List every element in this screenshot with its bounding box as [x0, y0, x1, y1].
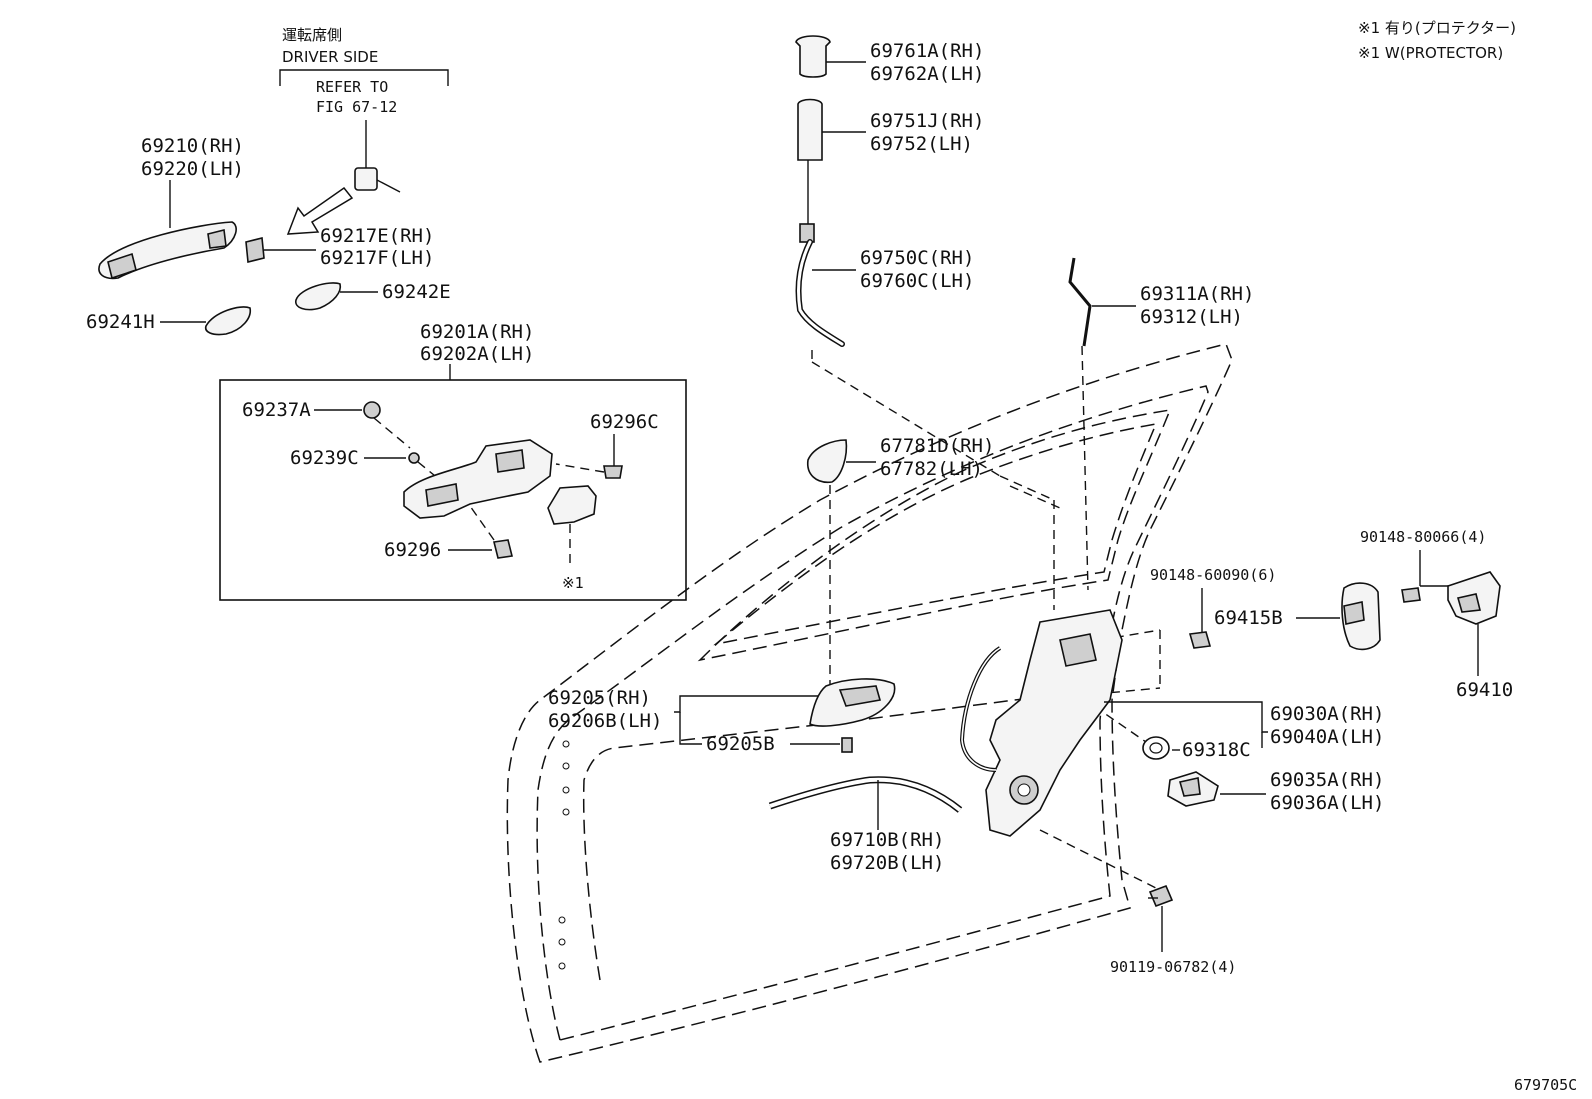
callout-69761-lh[interactable]: 69762A(LH)	[870, 63, 984, 85]
pin-69205b-part[interactable]	[841, 737, 853, 753]
protector-note-en: ※1 W(PROTECTOR)	[1358, 44, 1503, 62]
callout-69296[interactable]: 69296	[384, 539, 441, 561]
callout-90119[interactable]: 90119-06782(4)	[1110, 958, 1236, 976]
handle-gasket-part[interactable]	[204, 306, 251, 336]
screw-69296c-part[interactable]	[603, 465, 623, 479]
cover-67781-part[interactable]	[807, 439, 848, 484]
clip-69237-part[interactable]	[363, 401, 381, 419]
key-cylinder-part[interactable]	[354, 167, 378, 191]
inside-handle-group: 69205(RH) 69206B(LH) 69205B	[548, 678, 896, 755]
callout-69410[interactable]: 69410	[1456, 679, 1513, 701]
cable-group: 69710B(RH) 69720B(LH)	[768, 776, 963, 874]
striker-group: 69415B 90148-80066(4) 69410	[1214, 528, 1513, 701]
handle-frame-part[interactable]	[403, 439, 553, 519]
screw-69239-part[interactable]	[408, 452, 420, 464]
driver-side-en: DRIVER SIDE	[282, 48, 378, 66]
screw-60090-group: 90148-60090(6)	[1150, 566, 1276, 649]
bolt-90119-group: 90119-06782(4)	[1110, 884, 1236, 976]
callout-69318[interactable]: 69318C	[1182, 739, 1251, 761]
callout-69210-lh[interactable]: 69220(LH)	[141, 158, 244, 180]
knob-69761-part[interactable]	[795, 35, 831, 78]
callout-69217-rh[interactable]: 69217E(RH)	[320, 225, 434, 247]
lock-rod-group: 69761A(RH) 69762A(LH) 69751J(RH) 69752(L…	[795, 35, 984, 362]
callout-69241[interactable]: 69241H	[86, 311, 155, 333]
callout-69710-lh[interactable]: 69720B(LH)	[830, 852, 944, 874]
callout-67781-lh[interactable]: 67782(LH)	[880, 458, 983, 480]
lock-cable-part[interactable]	[959, 646, 1002, 772]
screw-80066-part[interactable]	[1401, 587, 1421, 603]
callout-90148-80066[interactable]: 90148-80066(4)	[1360, 528, 1486, 546]
driver-side-jp: 運転席側	[282, 26, 342, 44]
refer-fig-label[interactable]: FIG 67-12	[316, 98, 397, 116]
driver-side-group: 運転席側 DRIVER SIDE REFER TO FIG 67-12	[279, 26, 449, 235]
screw-69296-part[interactable]	[493, 539, 513, 559]
callout-69205b[interactable]: 69205B	[706, 733, 775, 755]
callout-69201-rh[interactable]: 69201A(RH)	[420, 321, 534, 343]
refer-to-label[interactable]: REFER TO	[316, 78, 388, 96]
callout-69750-lh[interactable]: 69760C(LH)	[860, 270, 974, 292]
callout-69201-lh[interactable]: 69202A(LH)	[420, 343, 534, 365]
callout-69710-rh[interactable]: 69710B(RH)	[830, 829, 944, 851]
callout-90148-60090[interactable]: 90148-60090(6)	[1150, 566, 1276, 584]
bolt-90119-part[interactable]	[1148, 884, 1174, 908]
callout-69311-rh[interactable]: 69311A(RH)	[1140, 283, 1254, 305]
callout-69761-rh[interactable]: 69761A(RH)	[870, 40, 984, 62]
protector-note-jp: ※1 有り(プロテクター)	[1358, 19, 1516, 37]
callout-69030-rh[interactable]: 69030A(RH)	[1270, 703, 1384, 725]
door-frame-outline	[506, 343, 1233, 1063]
screw-60090-part[interactable]	[1188, 631, 1212, 649]
link-rod-69311-part[interactable]	[1068, 257, 1092, 347]
callout-69750-rh[interactable]: 69750C(RH)	[860, 247, 974, 269]
callout-69035-lh[interactable]: 69036A(LH)	[1270, 792, 1384, 814]
inside-cover-group: 67781D(RH) 67782(LH)	[807, 435, 994, 484]
callout-69415[interactable]: 69415B	[1214, 607, 1283, 629]
callout-note1[interactable]: ※1	[562, 574, 584, 592]
rod-guide-69751-part[interactable]	[797, 98, 823, 161]
assembly-leaders	[811, 361, 1161, 891]
handle-pad-part[interactable]	[295, 282, 342, 311]
handle-frame-box	[219, 379, 687, 601]
callout-69311-lh[interactable]: 69312(LH)	[1140, 306, 1243, 328]
door-lock-group: 69030A(RH) 69040A(LH) 69318C 69035A(RH) …	[959, 609, 1384, 837]
figure-id: 679705C	[1514, 1076, 1577, 1094]
lock-link-group: 69311A(RH) 69312(LH)	[1068, 257, 1254, 591]
callout-69217-lh[interactable]: 69217F(LH)	[320, 247, 434, 269]
callout-67781-rh[interactable]: 67781D(RH)	[880, 435, 994, 457]
callout-69205-rh[interactable]: 69205(RH)	[548, 687, 651, 709]
callout-69239[interactable]: 69239C	[290, 447, 359, 469]
protector-part[interactable]	[547, 485, 597, 525]
callout-69030-lh[interactable]: 69040A(LH)	[1270, 726, 1384, 748]
handle-cap-part[interactable]	[245, 236, 265, 264]
callout-69237[interactable]: 69237A	[242, 399, 311, 421]
callout-69242[interactable]: 69242E	[382, 281, 451, 303]
callout-69205-lh[interactable]: 69206B(LH)	[548, 710, 662, 732]
handle-frame-group: 69201A(RH) 69202A(LH) 69237A 69239C 6929…	[219, 321, 687, 601]
callout-69751-rh[interactable]: 69751J(RH)	[870, 110, 984, 132]
callout-69210-rh[interactable]: 69210(RH)	[141, 135, 244, 157]
callout-69296c[interactable]: 69296C	[590, 411, 659, 433]
outside-handle-group: 69210(RH) 69220(LH) 69217E(RH) 69217F(LH…	[86, 135, 451, 336]
rod-connector-part[interactable]	[799, 223, 815, 243]
grommet-69318-part[interactable]	[1142, 736, 1170, 760]
direction-arrow	[286, 186, 354, 235]
callout-69035-rh[interactable]: 69035A(RH)	[1270, 769, 1384, 791]
callout-69751-lh[interactable]: 69752(LH)	[870, 133, 973, 155]
